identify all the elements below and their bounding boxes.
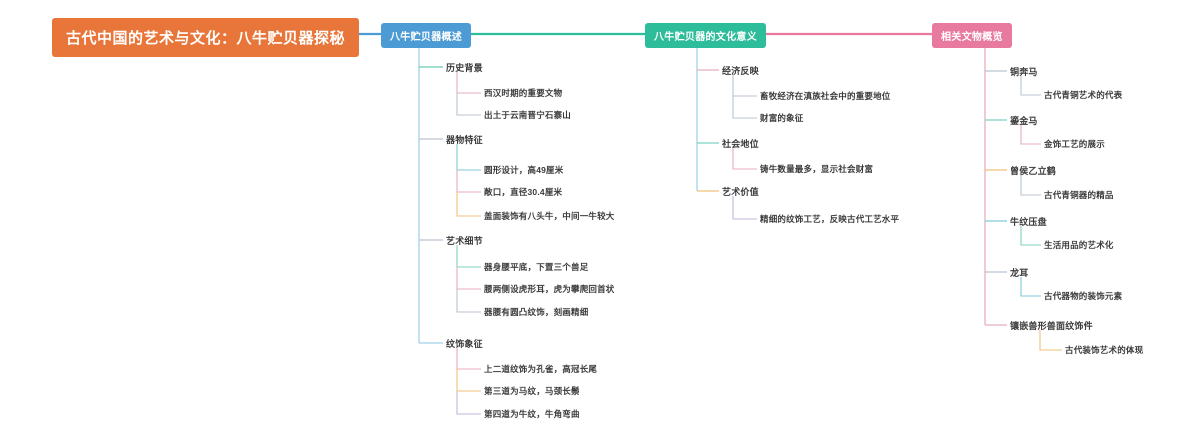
branch-node-cultural-meaning[interactable]: 八牛贮贝器的文化意义 — [645, 23, 766, 48]
connector-b2c3-leaf1 — [732, 196, 757, 220]
connector-b1c4-leaf1 — [456, 348, 481, 370]
leaf-round-design-height[interactable]: 圆形设计，高49厘米 — [484, 165, 564, 175]
topic-economic-reflection[interactable]: 经济反映 — [722, 66, 759, 76]
leaf-symbol-of-wealth[interactable]: 财富的象征 — [760, 113, 804, 123]
branch-node-related-relics[interactable]: 相关文物概览 — [932, 23, 1012, 48]
leaf-relief-pattern-detail[interactable]: 器腰有圆凸纹饰，刻画精细 — [484, 307, 589, 317]
leaf-open-mouth-diameter[interactable]: 敞口，直径30.4厘米 — [484, 187, 563, 197]
leaf-peacock-pattern[interactable]: 上二道纹饰为孔雀，高冠长尾 — [484, 364, 598, 374]
topic-gilded-horse[interactable]: 鎏金马 — [1010, 116, 1038, 126]
connector-b3c2-leaf1 — [1020, 125, 1041, 145]
leaf-pastoral-economy-status[interactable]: 畜牧经济在滇族社会中的重要地位 — [760, 91, 891, 101]
leaf-decorative-art-embodiment[interactable]: 古代装饰艺术的体现 — [1065, 345, 1144, 355]
topic-ox-pattern-plate[interactable]: 牛纹压盘 — [1010, 217, 1047, 227]
connector-b1c1-leaf1 — [456, 72, 481, 94]
topic-pattern-symbolism[interactable]: 纹饰象征 — [446, 339, 483, 349]
connector-b3c3-leaf1 — [1020, 175, 1041, 196]
connector-b1c2-leaf2 — [456, 170, 481, 193]
leaf-tiger-shaped-ears[interactable]: 腰两侧设虎形耳，虎为攀爬回首状 — [484, 284, 615, 294]
connector-b1c3-leaf1 — [456, 245, 481, 268]
connector-b1c1-leaf2 — [456, 93, 481, 116]
leaf-horse-pattern[interactable]: 第三道为马纹，马颈长鬃 — [484, 386, 580, 396]
topic-artistic-value[interactable]: 艺术价值 — [722, 187, 759, 197]
connector-b1c2-leaf1 — [456, 144, 481, 171]
topic-object-features[interactable]: 器物特征 — [446, 135, 483, 145]
connector-b2c2-leaf1 — [732, 148, 757, 170]
connector-b1c3-leaf3 — [456, 289, 481, 313]
leaf-ancient-decor-element[interactable]: 古代器物的装饰元素 — [1044, 291, 1123, 301]
topic-bronze-galloping-horse[interactable]: 铜奔马 — [1010, 67, 1038, 77]
connector-b3c1-leaf1 — [1020, 76, 1041, 96]
topic-social-status[interactable]: 社会地位 — [722, 139, 759, 149]
leaf-lid-eight-oxen[interactable]: 盖面装饰有八头牛，中间一牛较大 — [484, 211, 615, 221]
connector-b1c3-leaf2 — [456, 267, 481, 290]
connector-b3c4-leaf1 — [1020, 226, 1041, 246]
connector-b1c4-leaf2 — [456, 369, 481, 392]
connector-b1c2-leaf3 — [456, 192, 481, 217]
topic-artistic-details[interactable]: 艺术细节 — [446, 236, 483, 246]
leaf-bronze-art-representative[interactable]: 古代青铜艺术的代表 — [1044, 90, 1123, 100]
leaf-flat-bottom-three-feet[interactable]: 器身腰平底，下置三个兽足 — [484, 262, 589, 272]
root-node[interactable]: 古代中国的艺术与文化：八牛贮贝器探秘 — [52, 18, 360, 57]
leaf-western-han-relic[interactable]: 西汉时期的重要文物 — [484, 88, 563, 98]
leaf-excavation-site[interactable]: 出土于云南晋宁石寨山 — [484, 110, 572, 120]
connector-b3c5-leaf1 — [1020, 277, 1041, 297]
connector-b1c4-leaf3 — [456, 391, 481, 415]
leaf-ox-count-wealth[interactable]: 铸牛数量最多，显示社会财富 — [760, 164, 874, 174]
branch-node-overview[interactable]: 八牛贮贝器概述 — [381, 23, 472, 48]
topic-zenghouyi-crane[interactable]: 曾侯乙立鹤 — [1010, 166, 1057, 176]
leaf-bronze-masterpiece[interactable]: 古代青铜器的精品 — [1044, 190, 1114, 200]
leaf-gold-craft-display[interactable]: 金饰工艺的展示 — [1044, 139, 1105, 149]
connector-b2c1-leaf2 — [732, 96, 757, 119]
topic-historical-background[interactable]: 历史背景 — [446, 63, 483, 73]
leaf-daily-object-artistry[interactable]: 生活用品的艺术化 — [1044, 240, 1114, 250]
connector-b2c1-leaf1 — [732, 75, 757, 97]
topic-dragon-ears[interactable]: 龙耳 — [1010, 268, 1029, 278]
leaf-ox-pattern[interactable]: 第四道为牛纹，牛角弯曲 — [484, 409, 580, 419]
leaf-fine-craft-level[interactable]: 精细的纹饰工艺，反映古代工艺水平 — [760, 214, 900, 224]
topic-inlaid-beast-mask-ornament[interactable]: 镶嵌兽形兽面纹饰件 — [1010, 321, 1093, 331]
connector-b3c6-leaf1 — [1039, 330, 1062, 351]
